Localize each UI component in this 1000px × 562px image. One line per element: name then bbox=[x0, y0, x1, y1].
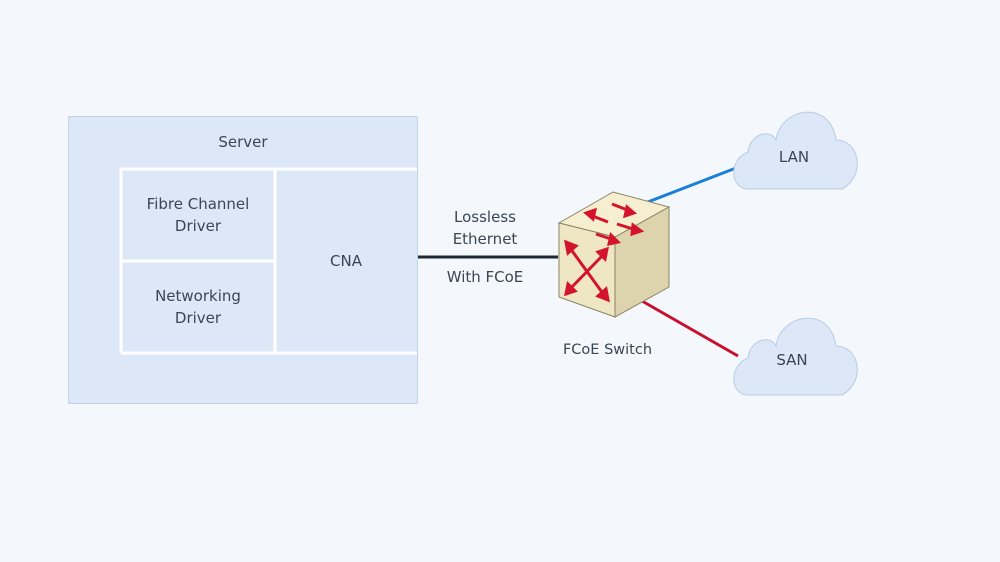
networking-driver-label: Networking Driver bbox=[155, 287, 241, 327]
lan-link bbox=[639, 166, 737, 207]
san-label: SAN bbox=[776, 351, 808, 369]
with-fcoe-label: With FCoE bbox=[446, 268, 524, 286]
fcoe-switch-icon bbox=[557, 191, 671, 318]
server-box: Server Fibre Channel Driver Networking D… bbox=[68, 116, 418, 404]
cna-label: CNA bbox=[330, 252, 362, 270]
san-link bbox=[641, 299, 739, 358]
lan-label: LAN bbox=[778, 148, 810, 166]
fcoe-switch-label: FCoE Switch bbox=[562, 342, 653, 358]
cna-box: CNA bbox=[275, 169, 417, 353]
lan-cloud-icon bbox=[733, 111, 858, 190]
networking-driver-box: Networking Driver bbox=[121, 261, 275, 353]
san-cloud-icon bbox=[733, 317, 858, 396]
server-title: Server bbox=[218, 133, 268, 151]
fibre-channel-driver-label: Fibre Channel Driver bbox=[146, 195, 250, 235]
fibre-channel-driver-box: Fibre Channel Driver bbox=[121, 169, 275, 261]
server-grid-lines bbox=[119, 167, 417, 355]
lossless-ethernet-label: Lossless Ethernet bbox=[452, 208, 518, 248]
